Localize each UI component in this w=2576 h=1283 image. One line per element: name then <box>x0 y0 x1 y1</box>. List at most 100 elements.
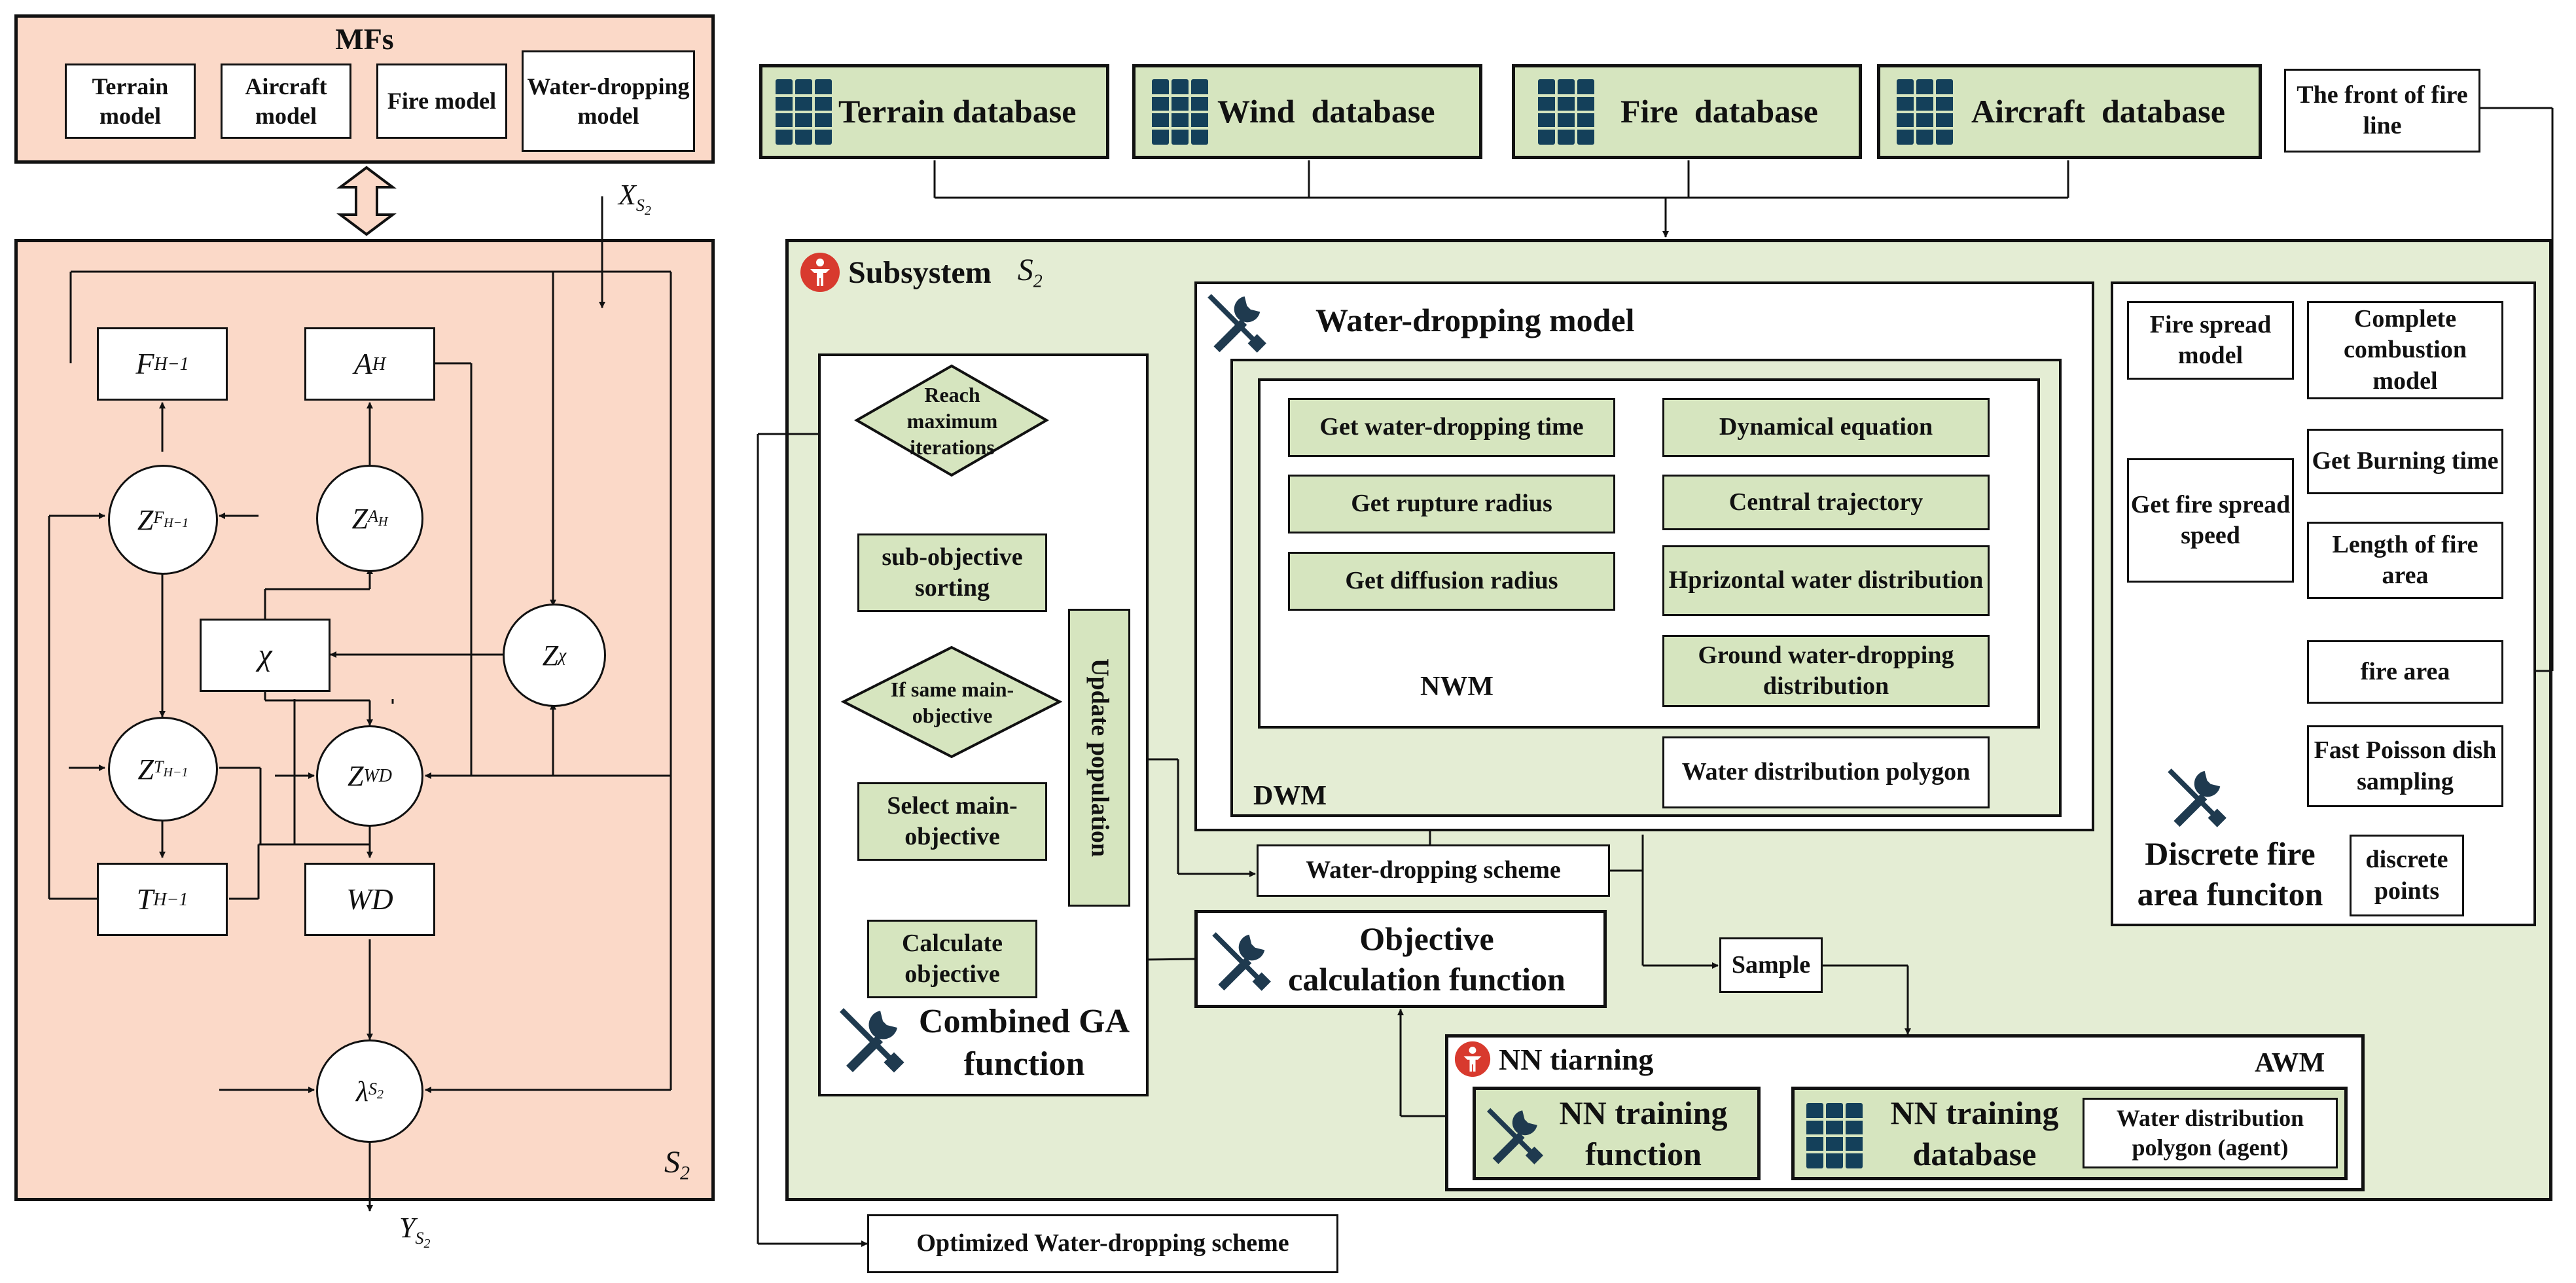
zf-subsubscript: H−1 <box>164 516 189 531</box>
database-icon <box>1806 1103 1863 1168</box>
subsystem-s: S <box>1017 253 1033 288</box>
database-icon <box>1152 79 1208 145</box>
discrete-fire-area-title: Discrete fire area funciton <box>2137 835 2323 913</box>
tools-icon <box>840 1008 904 1073</box>
zwd-symbol: Z <box>347 760 364 792</box>
fire-model-box: Fire model <box>376 63 507 139</box>
zf-subscript: F <box>153 508 164 528</box>
reach-diamond <box>854 364 1049 477</box>
ground-water-dropping-distribution: Ground water-dropping distribution <box>1662 635 1990 707</box>
subsystem-title-text: Subsystem <box>848 255 992 290</box>
wd-box: WD <box>304 863 435 936</box>
sub-objective-sorting: sub-objective sorting <box>857 533 1047 612</box>
central-trajectory: Central trajectory <box>1662 475 1990 530</box>
fire-spread-model: Fire spread model <box>2127 301 2294 380</box>
a-subscript: H <box>372 353 386 374</box>
get-fire-spread-speed: Get fire spread speed <box>2127 458 2294 583</box>
nn-training-function-label: NN training function <box>1559 1094 1728 1172</box>
f-symbol: F <box>135 347 154 381</box>
wind-database-label: Wind database <box>1217 93 1435 130</box>
discrete-points: discrete points <box>2350 835 2464 916</box>
length-of-fire-area: Length of fire area <box>2307 522 2503 599</box>
subsystem-title: Subsystem S2 <box>800 252 1043 293</box>
x-subsubscript: 2 <box>644 203 651 218</box>
mfs-panel: MFs Terrain model Aircraft model Fire mo… <box>14 14 715 164</box>
zt-symbol: Z <box>137 753 154 786</box>
terrain-database: Terrain database <box>759 64 1109 159</box>
lambda-subsubscript: 2 <box>377 1087 384 1102</box>
database-icon <box>1897 79 1953 145</box>
calculate-objective: Calculate objective <box>867 920 1037 998</box>
wd-symbol: WD <box>346 882 393 916</box>
aircraft-database-label: Aircraft database <box>1971 93 2225 130</box>
water-dropping-scheme: Water-dropping scheme <box>1257 844 1610 897</box>
y-subsubscript: 2 <box>423 1236 431 1251</box>
get-rupture-radius: Get rupture radius <box>1288 475 1615 533</box>
nn-title-text: NN tiarning <box>1499 1042 1654 1076</box>
a-symbol: A <box>353 347 372 381</box>
nn-training-database-label: NN training database <box>1890 1094 2059 1172</box>
s2-corner-subscript: 2 <box>680 1162 690 1184</box>
fire-area: fire area <box>2307 640 2503 704</box>
database-icon <box>1538 79 1594 145</box>
select-main-objective: Select main-objective <box>857 782 1047 861</box>
objective-calculation-label: Objective calculation function <box>1288 920 1565 998</box>
same-main-label: If same main-objective <box>890 677 1014 727</box>
s2-corner-symbol: S <box>664 1145 680 1180</box>
t-subscript: H−1 <box>153 889 188 910</box>
database-icon <box>776 79 832 145</box>
za-subsubscript: H <box>378 515 388 530</box>
terrain-database-label: Terrain database <box>838 93 1077 130</box>
chi-symbol: χ <box>258 638 272 672</box>
lambda-symbol: λ <box>355 1075 369 1108</box>
same-main-diamond <box>841 645 1062 759</box>
y-symbol: Y <box>399 1212 416 1244</box>
ga-title: Combined GA function <box>918 1002 1130 1083</box>
water-dropping-model-title: Water-dropping model <box>1315 302 1635 338</box>
double-arrow-icon <box>336 166 397 236</box>
zchi-subscript: χ <box>558 645 567 666</box>
tools-icon <box>1212 932 1271 991</box>
subsystem-sub: 2 <box>1033 271 1043 292</box>
aircraft-database: Aircraft database <box>1877 64 2262 159</box>
fast-poisson-dish-sampling: Fast Poisson dish sampling <box>2307 725 2503 807</box>
terrain-model-box: Terrain model <box>65 63 196 139</box>
objective-calculation-function: Objective calculation function <box>1194 910 1607 1008</box>
fire-database: Fire database <box>1512 64 1862 159</box>
get-burning-time: Get Burning time <box>2307 429 2503 494</box>
mfs-title: MFs <box>335 22 394 56</box>
wind-database: Wind database <box>1132 64 1482 159</box>
sample-box: Sample <box>1719 937 1823 993</box>
person-icon <box>1454 1041 1491 1077</box>
get-water-dropping-time: Get water-dropping time <box>1288 398 1615 457</box>
water-distribution-polygon: Water distribution polygon <box>1662 736 1990 808</box>
nn-training-database: NN training database Water distribution … <box>1791 1087 2348 1180</box>
f-subscript: H−1 <box>154 353 189 374</box>
fire-front-label: The front of fire line <box>2297 81 2468 140</box>
dwm-label: DWM <box>1253 781 1327 811</box>
zf-symbol: Z <box>137 503 154 536</box>
water-distribution-polygon-agent: Water distribution polygon (agent) <box>2083 1098 2338 1168</box>
nn-training-function: NN training function <box>1473 1087 1761 1180</box>
x-subscript: S <box>635 195 645 215</box>
zt-subsubscript: H−1 <box>163 765 188 780</box>
reach-label: Reach maximum iterations <box>906 382 998 459</box>
tools-icon <box>1208 294 1266 353</box>
zt-subscript: T <box>154 757 164 777</box>
za-symbol: Z <box>351 502 368 535</box>
y-subscript: S <box>415 1228 424 1248</box>
tools-icon <box>1486 1108 1543 1165</box>
zchi-symbol: Z <box>542 639 559 672</box>
person-icon <box>800 253 840 292</box>
horizontal-water-distribution: Hprizontal water distribution <box>1662 545 1990 616</box>
optimized-water-dropping-scheme: Optimized Water-dropping scheme <box>867 1214 1338 1273</box>
s2-corner-label: S2 <box>664 1144 690 1185</box>
